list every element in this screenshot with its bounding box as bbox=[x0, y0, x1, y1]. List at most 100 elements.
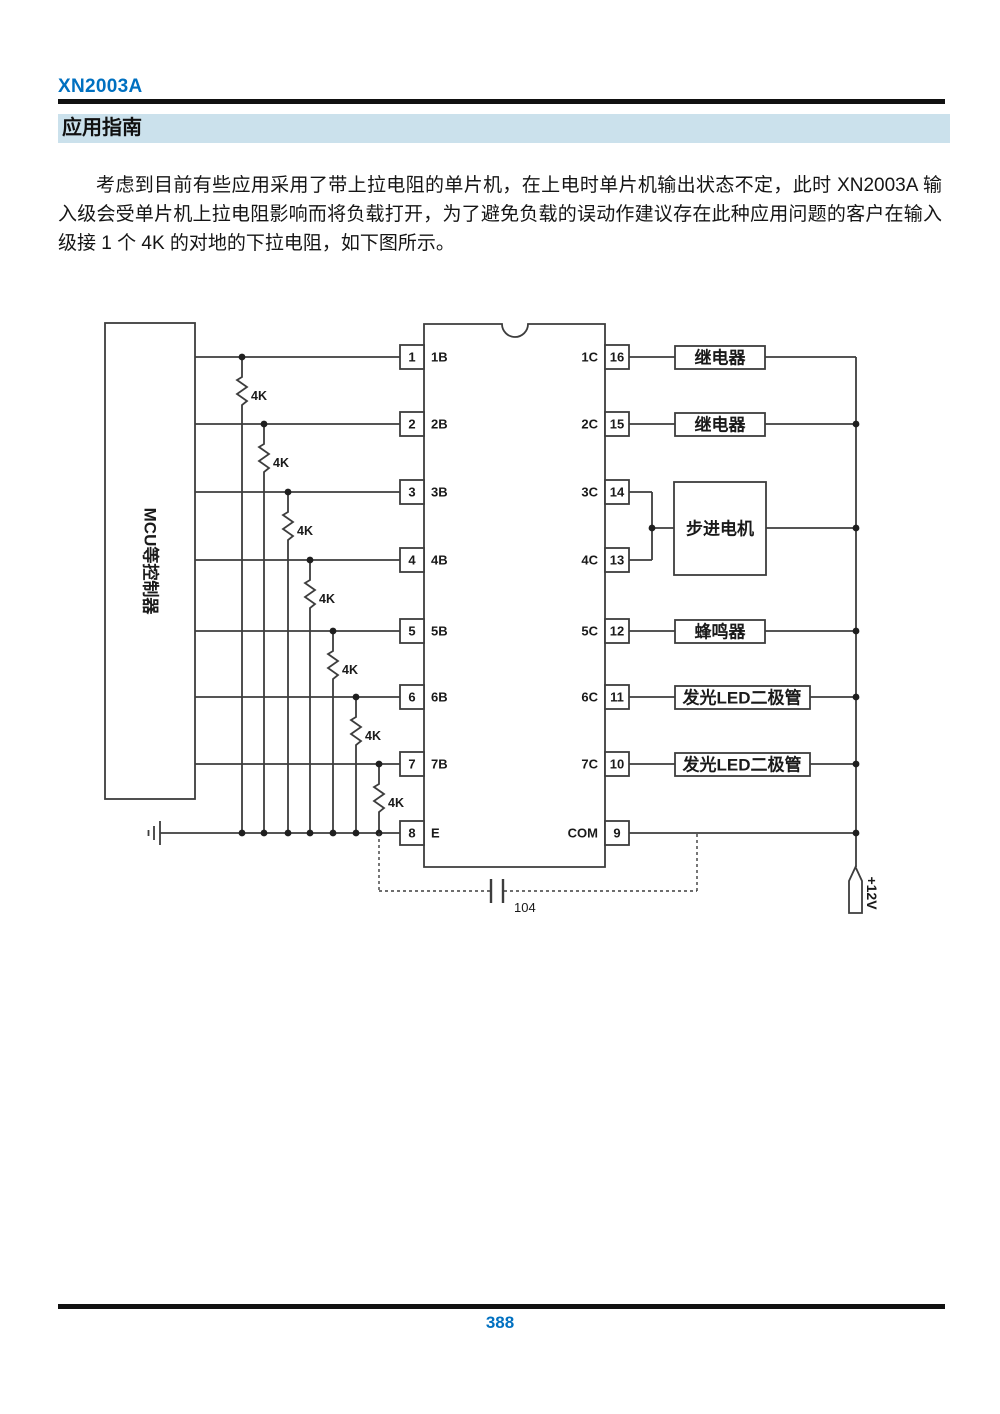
resistor-column-1: 4K bbox=[235, 353, 267, 837]
svg-text:10: 10 bbox=[610, 757, 624, 772]
resistor-value: 4K bbox=[319, 592, 335, 606]
resistor-symbol bbox=[257, 424, 271, 833]
resistor-column-6: 4K bbox=[349, 693, 381, 837]
pin-box bbox=[604, 479, 630, 505]
svg-text:7: 7 bbox=[408, 757, 415, 772]
junction-dot bbox=[852, 760, 860, 768]
svg-text:6: 6 bbox=[408, 690, 415, 705]
ground-icon bbox=[147, 821, 161, 845]
svg-text:2: 2 bbox=[408, 417, 415, 432]
load-stepper-motor: 步进电机 bbox=[673, 481, 767, 576]
svg-text:11: 11 bbox=[610, 690, 624, 705]
junction-dot bbox=[352, 829, 360, 837]
doc-title: XN2003A bbox=[58, 76, 143, 97]
resistor-column-7: 4K bbox=[372, 760, 404, 837]
svg-text:4: 4 bbox=[408, 553, 416, 568]
body-paragraph: 考虑到目前有些应用采用了带上拉电阻的单片机，在上电时单片机输出状态不定，此时 X… bbox=[58, 175, 942, 254]
ic-right-pins: 16 1C 15 2C 14 3C 13 4C 12 5C 11 6C 10 7… bbox=[568, 344, 630, 846]
junction-dot bbox=[352, 693, 360, 701]
junction-dot bbox=[329, 627, 337, 635]
resistor-value: 4K bbox=[273, 456, 289, 470]
svg-text:15: 15 bbox=[610, 417, 624, 432]
footer-rule bbox=[58, 1304, 945, 1309]
load-relay-1: 继电器 bbox=[674, 345, 766, 370]
ic-outline bbox=[423, 323, 606, 868]
pin-box bbox=[399, 479, 425, 505]
svg-text:E: E bbox=[431, 826, 440, 841]
svg-text:9: 9 bbox=[613, 826, 620, 841]
resistor-symbol bbox=[235, 357, 249, 833]
pin-box bbox=[604, 820, 630, 846]
capacitor-network: 104 bbox=[378, 833, 698, 915]
pin-box bbox=[399, 820, 425, 846]
load-led-1: 发光LED二极管 bbox=[674, 685, 811, 710]
svg-text:1B: 1B bbox=[431, 350, 448, 365]
junction-dot bbox=[852, 524, 860, 532]
junction-dot bbox=[852, 420, 860, 428]
supply-arrow-icon bbox=[848, 864, 863, 914]
resistor-column-4: 4K bbox=[303, 556, 335, 837]
resistor-symbol bbox=[281, 492, 295, 833]
section-banner: 应用指南 bbox=[58, 114, 950, 143]
svg-text:6B: 6B bbox=[431, 690, 448, 705]
resistor-symbol bbox=[349, 697, 363, 833]
svg-text:发光LED二极管: 发光LED二极管 bbox=[682, 755, 802, 775]
svg-text:5: 5 bbox=[408, 624, 415, 639]
svg-text:3C: 3C bbox=[581, 485, 598, 500]
junction-dot bbox=[260, 420, 268, 428]
svg-text:5B: 5B bbox=[431, 624, 448, 639]
svg-text:继电器: 继电器 bbox=[695, 415, 747, 435]
section-title: 应用指南 bbox=[62, 117, 142, 139]
junction-dot bbox=[852, 693, 860, 701]
resistor-symbol bbox=[326, 631, 340, 833]
header-rule bbox=[58, 99, 945, 104]
junction-dot bbox=[375, 760, 383, 768]
junction-dot bbox=[648, 524, 656, 532]
ic-left-pins: 1 1B 2 2B 3 3B 4 4B 5 5B 6 6B 7 7B 8 E bbox=[399, 344, 448, 846]
junction-dot bbox=[306, 556, 314, 564]
load-led-2: 发光LED二极管 bbox=[674, 752, 811, 777]
pin-box bbox=[399, 751, 425, 777]
svg-text:13: 13 bbox=[610, 553, 624, 568]
svg-text:1: 1 bbox=[408, 350, 415, 365]
junction-dot bbox=[238, 829, 246, 837]
junction-dot bbox=[238, 353, 246, 361]
mcu-label: MCU等控制器 bbox=[141, 508, 161, 616]
svg-text:2C: 2C bbox=[581, 417, 598, 432]
mcu-box bbox=[104, 322, 196, 800]
supply-voltage: +12V bbox=[864, 876, 880, 910]
svg-text:发光LED二极管: 发光LED二极管 bbox=[682, 688, 802, 708]
pin-box bbox=[604, 344, 630, 370]
pin-box bbox=[399, 344, 425, 370]
resistor-column-3: 4K bbox=[281, 488, 313, 837]
pin-box bbox=[399, 411, 425, 437]
resistor-column-5: 4K bbox=[326, 627, 358, 837]
resistor-value: 4K bbox=[251, 389, 267, 403]
resistor-column-2: 4K bbox=[257, 420, 289, 837]
junction-dot bbox=[329, 829, 337, 837]
resistor-value: 4K bbox=[297, 524, 313, 538]
svg-text:7B: 7B bbox=[431, 757, 448, 772]
svg-text:7C: 7C bbox=[581, 757, 598, 772]
resistor-value: 4K bbox=[342, 663, 358, 677]
junction-dot bbox=[284, 488, 292, 496]
svg-text:2B: 2B bbox=[431, 417, 448, 432]
svg-text:步进电机: 步进电机 bbox=[686, 519, 754, 539]
junction-dot bbox=[852, 829, 860, 837]
junction-dot bbox=[284, 829, 292, 837]
svg-text:4C: 4C bbox=[581, 553, 598, 568]
pin-box bbox=[399, 684, 425, 710]
svg-text:6C: 6C bbox=[581, 690, 598, 705]
svg-text:8: 8 bbox=[408, 826, 415, 841]
supply-terminal: +12V bbox=[848, 864, 880, 914]
pin-box bbox=[399, 618, 425, 644]
resistor-symbol bbox=[372, 764, 386, 833]
resistor-value: 4K bbox=[365, 729, 381, 743]
svg-text:继电器: 继电器 bbox=[695, 348, 747, 368]
svg-text:3B: 3B bbox=[431, 485, 448, 500]
output-wiring bbox=[629, 356, 860, 867]
junction-dot bbox=[852, 627, 860, 635]
pin-box bbox=[399, 547, 425, 573]
application-circuit-diagram: MCU等控制器 4K 4K bbox=[104, 322, 880, 915]
page-number: 388 bbox=[485, 1313, 515, 1332]
